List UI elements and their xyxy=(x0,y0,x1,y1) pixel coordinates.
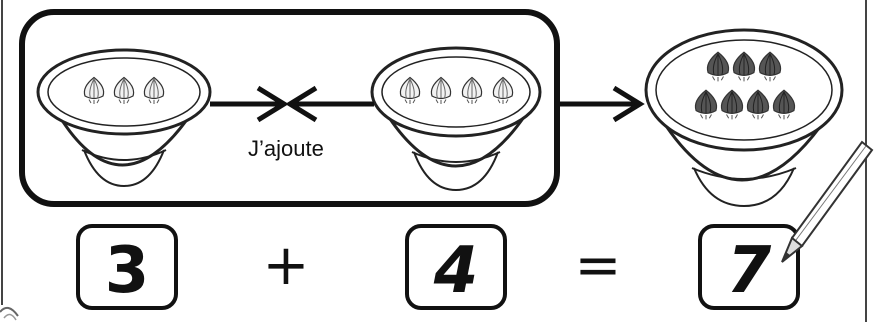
equals-sign: = xyxy=(575,233,622,298)
corner-decoration-icon xyxy=(0,306,19,321)
second-number: 4 xyxy=(433,234,479,308)
garlic-icon xyxy=(113,76,135,104)
number-box-second xyxy=(405,224,507,310)
garlic-group-first xyxy=(83,76,165,104)
group-frame xyxy=(19,9,560,207)
arrow-left-inner xyxy=(285,85,374,123)
number-box-first xyxy=(76,224,178,310)
garlic-icon xyxy=(720,89,744,120)
garlic-icon xyxy=(143,76,165,104)
garlic-icon xyxy=(706,51,730,82)
garlic-icon xyxy=(694,89,718,120)
garlic-icon xyxy=(746,89,770,120)
bowl-result xyxy=(644,28,844,208)
garlic-group-second xyxy=(399,76,514,104)
action-label: J’ajoute xyxy=(248,136,324,161)
garlic-icon xyxy=(430,76,452,104)
garlic-group-result xyxy=(694,51,796,120)
first-number: 3 xyxy=(105,234,150,308)
number-box-result xyxy=(698,224,800,310)
bowl-first xyxy=(36,48,212,188)
garlic-icon xyxy=(461,76,483,104)
plus-sign: + xyxy=(263,233,310,298)
garlic-icon xyxy=(492,76,514,104)
arrow-right-inner xyxy=(210,85,289,123)
garlic-icon xyxy=(732,51,756,82)
pencil-icon xyxy=(781,140,874,263)
garlic-icon xyxy=(399,76,421,104)
arrow-to-result xyxy=(557,85,645,123)
result-number: 7 xyxy=(727,234,772,308)
garlic-icon xyxy=(772,89,796,120)
garlic-icon xyxy=(758,51,782,82)
bowl-second xyxy=(370,46,542,192)
garlic-icon xyxy=(83,76,105,104)
